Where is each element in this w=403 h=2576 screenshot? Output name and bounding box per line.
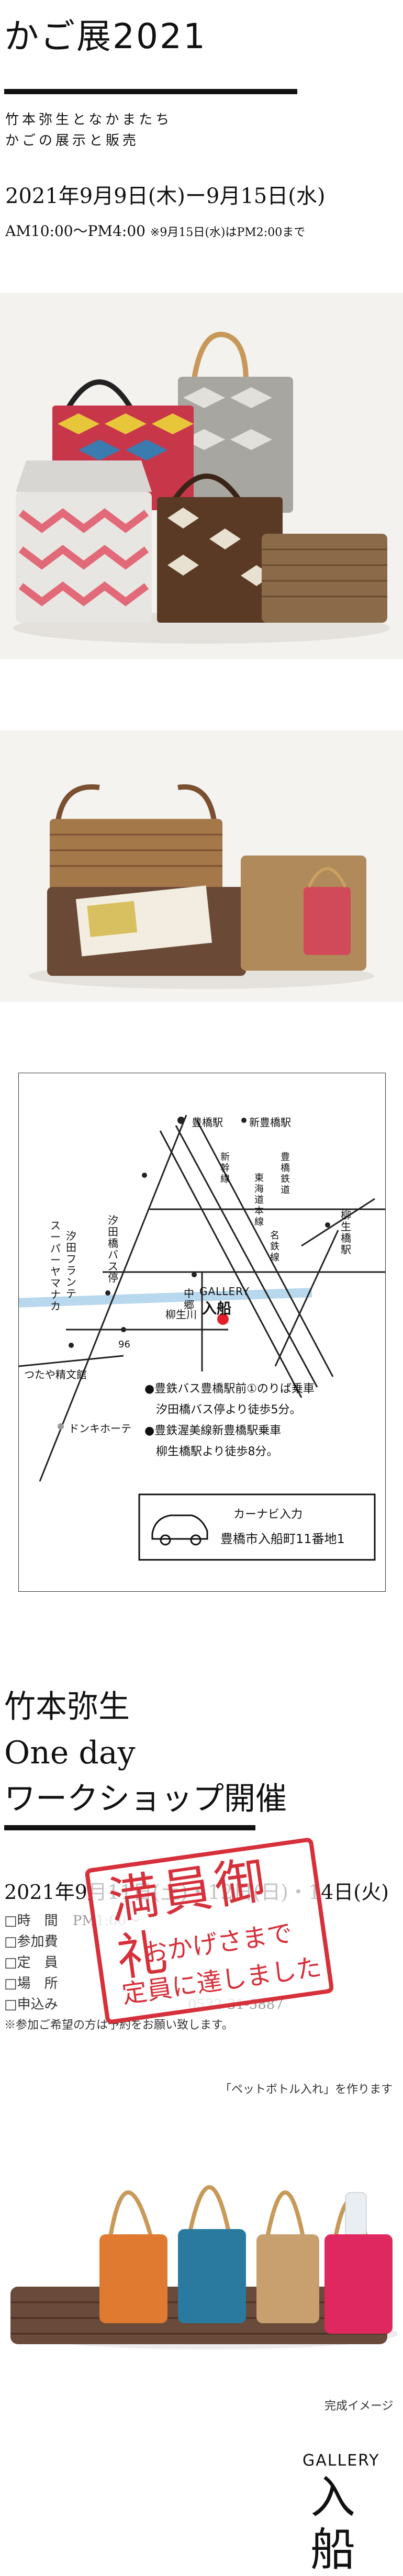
- route-number: 96: [118, 1339, 130, 1350]
- place-donki: ドンキホーテ: [69, 1422, 131, 1435]
- access-bus: ●豊鉄バス豊橋駅前①のりば乗車: [144, 1382, 315, 1396]
- access-bus-walk: 汐田橋バス停より徒歩5分。: [156, 1403, 301, 1416]
- workshop-title-underline: [4, 1825, 255, 1830]
- subtitle-line2: かごの展示と販売: [5, 133, 140, 149]
- row-apply-label: □申込み: [4, 1997, 58, 2012]
- logo-small-text: GALLERY: [303, 2451, 380, 2470]
- place-franteshioda: 汐田フランテ: [66, 1230, 76, 1300]
- row-fee-label: □参加費: [4, 1934, 58, 1950]
- workshop-row-place: □場 所: [4, 1973, 69, 1992]
- place-supermarket: スーパーヤマナカ: [50, 1219, 61, 1312]
- place-bus-stop: 汐田橋バス停: [108, 1214, 118, 1284]
- workshop-photo-image: [0, 2041, 403, 2417]
- basket-photo-1: [0, 293, 403, 659]
- workshop-title-line1: 竹本弥生: [4, 1689, 130, 1725]
- hours-text: AM10:00〜PM4:00: [5, 222, 145, 240]
- basket-photo-2-image: [0, 730, 403, 1002]
- row-time-label: □時 間: [4, 1913, 58, 1929]
- place-yagyu-river: 柳生川: [165, 1308, 197, 1321]
- page-title: かご展2021: [4, 16, 207, 57]
- carnavi-address: 豊橋市入船町11番地1: [220, 1532, 345, 1546]
- workshop-photo: 「ペットボトル入れ」を作ります 完成イメージ: [0, 2041, 403, 2417]
- rail-toyotetsu: 豊橋鉄道: [281, 1152, 290, 1196]
- rail-tokaido: 東海道本線: [254, 1173, 264, 1228]
- workshop-row-capacity: □定 員: [4, 1952, 69, 1971]
- access-train-walk: 柳生橋駅より徒歩8分。: [156, 1445, 278, 1458]
- row-place-label: □場 所: [4, 1976, 58, 1992]
- place-nakago: 中郷: [184, 1287, 194, 1311]
- subtitle-line1: 竹本弥生となかまたち: [5, 112, 173, 128]
- place-tsutaya: つたや精文館: [24, 1368, 87, 1381]
- logo-big-text: 入船: [310, 2471, 355, 2576]
- workshop-photo-caption-top: 「ペットボトル入れ」を作ります: [220, 2083, 393, 2096]
- workshop-title-line2: One day: [4, 1735, 136, 1771]
- basket-photo-1-image: [0, 293, 403, 659]
- basket-photo-2: [0, 730, 403, 1002]
- access-train: ●豊鉄渥美線新豊橋駅乗車: [144, 1424, 282, 1437]
- exhibition-dates: 2021年9月9日(木)ー9月15日(水): [5, 184, 326, 208]
- carnavi-title: カーナビ入力: [233, 1508, 303, 1521]
- rail-shinkansen: 新幹線: [220, 1152, 230, 1185]
- sold-out-stamp: 満員御礼 おかげさまで 定員に達しました: [84, 1837, 334, 2025]
- station-toyohashi: 豊橋駅: [192, 1116, 223, 1129]
- access-map: 豊橋駅 新豊橋駅 柳生橋駅 新幹線 東海道本線 豊橋鉄道 名鉄線 スーパーヤマナ…: [18, 1073, 386, 1592]
- exhibition-hours: AM10:00〜PM4:00 ※9月15日(水)はPM2:00まで: [5, 220, 305, 241]
- workshop-title-line3: ワークショップ開催: [4, 1781, 287, 1817]
- workshop-row-fee: □参加費: [4, 1931, 69, 1950]
- workshop-photo-caption-bottom: 完成イメージ: [324, 2400, 394, 2413]
- station-shin-toyohashi: 新豊橋駅: [249, 1116, 291, 1129]
- gallery-logo: GALLERY 入船: [287, 2446, 391, 2576]
- gallery-label: GALLERY: [199, 1285, 250, 1298]
- map-drawing: [18, 1115, 385, 1561]
- row-capacity-label: □定 員: [4, 1955, 58, 1971]
- gallery-name: 入船: [202, 1300, 232, 1317]
- station-yagyubashi: 柳生橋駅: [341, 1209, 351, 1256]
- rail-meitetsu: 名鉄線: [270, 1230, 279, 1263]
- hours-note: ※9月15日(水)はPM2:00まで: [150, 226, 306, 239]
- title-underline: [4, 89, 297, 94]
